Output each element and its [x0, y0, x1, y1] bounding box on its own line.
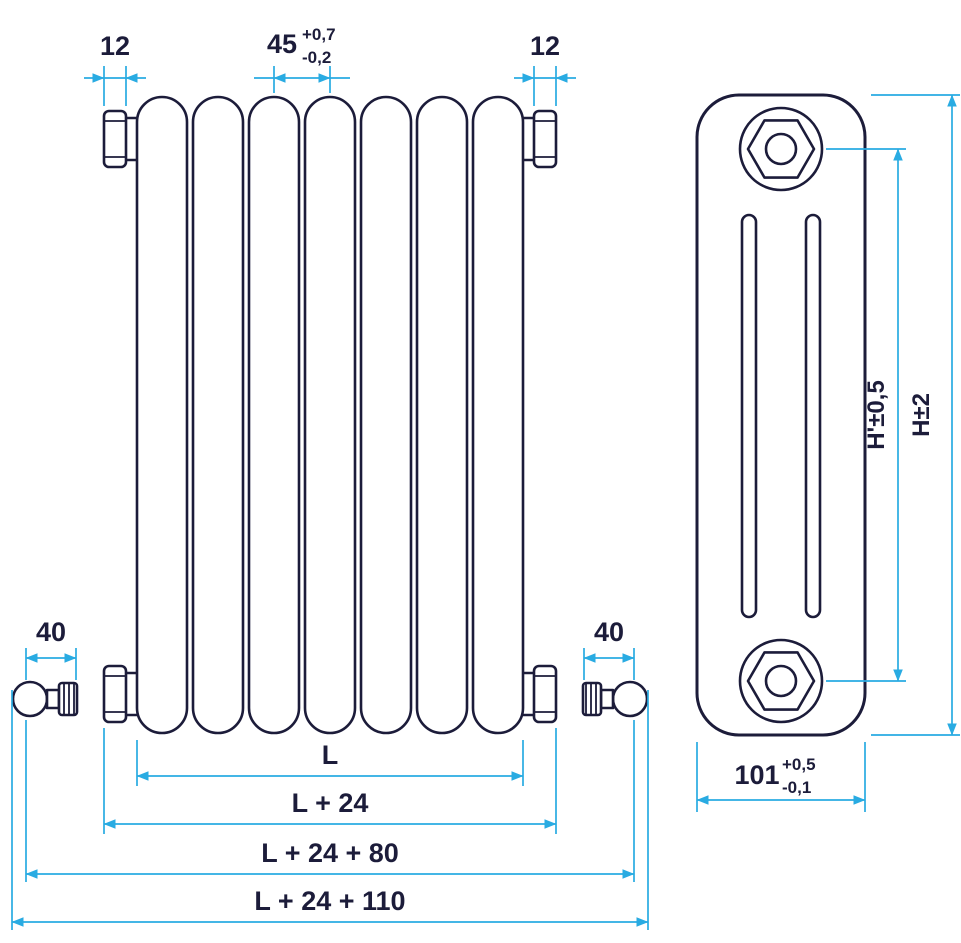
dim-label-length-overall: L + 24 + 110 — [254, 886, 405, 916]
dim-label-pitch-tol-minus: -0,2 — [302, 48, 331, 67]
bushing-bore — [764, 132, 798, 166]
valve-nut-ridges — [63, 684, 75, 714]
valve-ball — [11, 680, 49, 718]
bushing-bottom — [738, 638, 824, 724]
valve-nut-ridges — [585, 684, 597, 714]
dim-label-length-valves: L + 24 + 80 — [261, 838, 399, 868]
tapping-cap — [532, 664, 558, 724]
dimension-length-valves — [25, 720, 635, 882]
tapping-cap — [102, 109, 128, 169]
side-view — [695, 93, 867, 737]
dimension-length-overall — [11, 690, 649, 930]
radiator-section — [135, 95, 189, 735]
tapping-top-right — [520, 109, 558, 169]
tapping-detail — [534, 675, 556, 713]
dimension-length-tappings — [103, 728, 557, 834]
dim-label-pitch-tol-plus: +0,7 — [302, 25, 336, 44]
dimension-length — [136, 740, 524, 786]
column-slot — [804, 213, 822, 619]
dim-label-height-tappings: H'±0,5 — [863, 380, 890, 450]
dimension-depth — [696, 742, 866, 812]
radiator-section — [303, 95, 357, 735]
dimension-labels: 12 12 45 +0,7 -0,2 40 40 L L + 24 L + 24… — [36, 25, 935, 916]
dim-label-valve-right: 40 — [594, 617, 624, 647]
tapping-detail — [104, 675, 126, 713]
dim-label-length: L — [322, 740, 339, 770]
dim-label-height-overall: H±2 — [908, 393, 935, 437]
valve-stem — [45, 688, 61, 710]
dim-label-valve-left: 40 — [36, 617, 66, 647]
front-view — [11, 95, 649, 735]
radiator-section — [191, 95, 245, 735]
dimension-lines — [11, 66, 960, 930]
valve-assembly-left — [11, 680, 79, 718]
tapping-detail — [104, 120, 126, 158]
radiator-section — [415, 95, 469, 735]
dimension-valve-right — [583, 648, 635, 680]
dimension-height-overall — [871, 94, 960, 736]
tapping-bottom-left — [102, 664, 140, 724]
radiator-section — [359, 95, 413, 735]
bushing-bore — [764, 664, 798, 698]
valve-assembly-right — [581, 680, 649, 718]
radiator-section — [247, 95, 301, 735]
tapping-cap — [532, 109, 558, 169]
dim-label-section-pitch: 45 — [267, 29, 297, 59]
bushing-top — [738, 106, 824, 192]
dimension-tapping-left — [84, 66, 146, 106]
valve-stem — [599, 688, 615, 710]
dim-label-depth-tol-plus: +0,5 — [782, 755, 816, 774]
valve-ball — [611, 680, 649, 718]
tapping-detail — [534, 120, 556, 158]
dim-label-length-tappings: L + 24 — [292, 788, 369, 818]
tapping-cap — [102, 664, 128, 724]
dimension-tapping-right — [514, 66, 576, 106]
dim-label-depth: 101 — [734, 760, 779, 790]
dimension-valve-left — [25, 648, 77, 680]
dim-label-tapping-left: 12 — [100, 31, 130, 61]
radiator-section — [471, 95, 525, 735]
side-body — [695, 93, 867, 737]
column-slot — [740, 213, 758, 619]
dimension-height-tappings — [826, 148, 906, 682]
tapping-bottom-right — [520, 664, 558, 724]
dim-label-depth-tol-minus: -0,1 — [782, 778, 811, 797]
dim-label-tapping-right: 12 — [530, 31, 560, 61]
dimension-section-pitch — [254, 66, 350, 93]
tapping-top-left — [102, 109, 140, 169]
